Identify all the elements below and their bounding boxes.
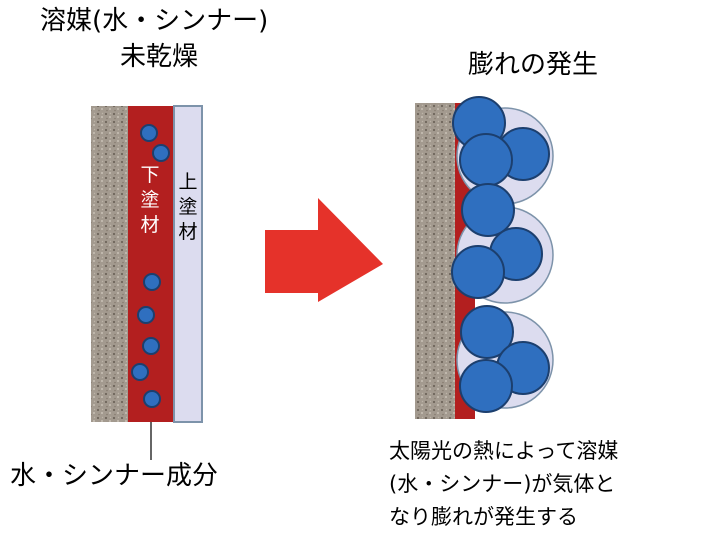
left-title-line2: 未乾燥: [120, 42, 199, 72]
upper-coat-char: 上: [178, 171, 198, 193]
water-thinner-label: 水・シンナー成分: [10, 461, 219, 491]
left-upper-coat: [173, 105, 203, 423]
lower-coat-char: 下: [140, 164, 160, 186]
upper-coat-label: 上 塗 材: [177, 170, 199, 245]
upper-coat-char: 材: [178, 221, 198, 243]
left-cross-section: [91, 105, 203, 460]
right-title: 膨れの発生: [468, 50, 599, 80]
particle: [152, 144, 170, 162]
particle: [131, 363, 149, 381]
left-title-line1: 溶媒(水・シンナー): [40, 6, 269, 36]
particle: [137, 306, 155, 324]
lower-coat-char: 材: [140, 214, 160, 236]
description-line1: 太陽光の熱によって溶媒: [389, 439, 619, 463]
right-particles: [451, 96, 550, 413]
particle: [143, 390, 161, 408]
particle: [140, 124, 158, 142]
particle: [459, 359, 513, 413]
particle: [460, 305, 514, 359]
particle: [451, 245, 505, 299]
right-substrate: [415, 103, 455, 419]
left-substrate: [91, 106, 128, 422]
description-line2: (水・シンナー)が気体と: [389, 472, 616, 496]
lower-coat-label: 下 塗 材: [139, 163, 161, 238]
particle: [461, 183, 515, 237]
particle: [142, 337, 160, 355]
left-particles: [131, 124, 170, 408]
right-cross-section: [415, 96, 554, 419]
lower-coat-char: 塗: [140, 189, 160, 211]
upper-coat-char: 塗: [178, 196, 198, 218]
description-line3: なり膨れが発生する: [389, 505, 578, 529]
arrow-right-icon: [265, 198, 383, 302]
particle: [143, 273, 161, 291]
particle: [459, 133, 513, 187]
